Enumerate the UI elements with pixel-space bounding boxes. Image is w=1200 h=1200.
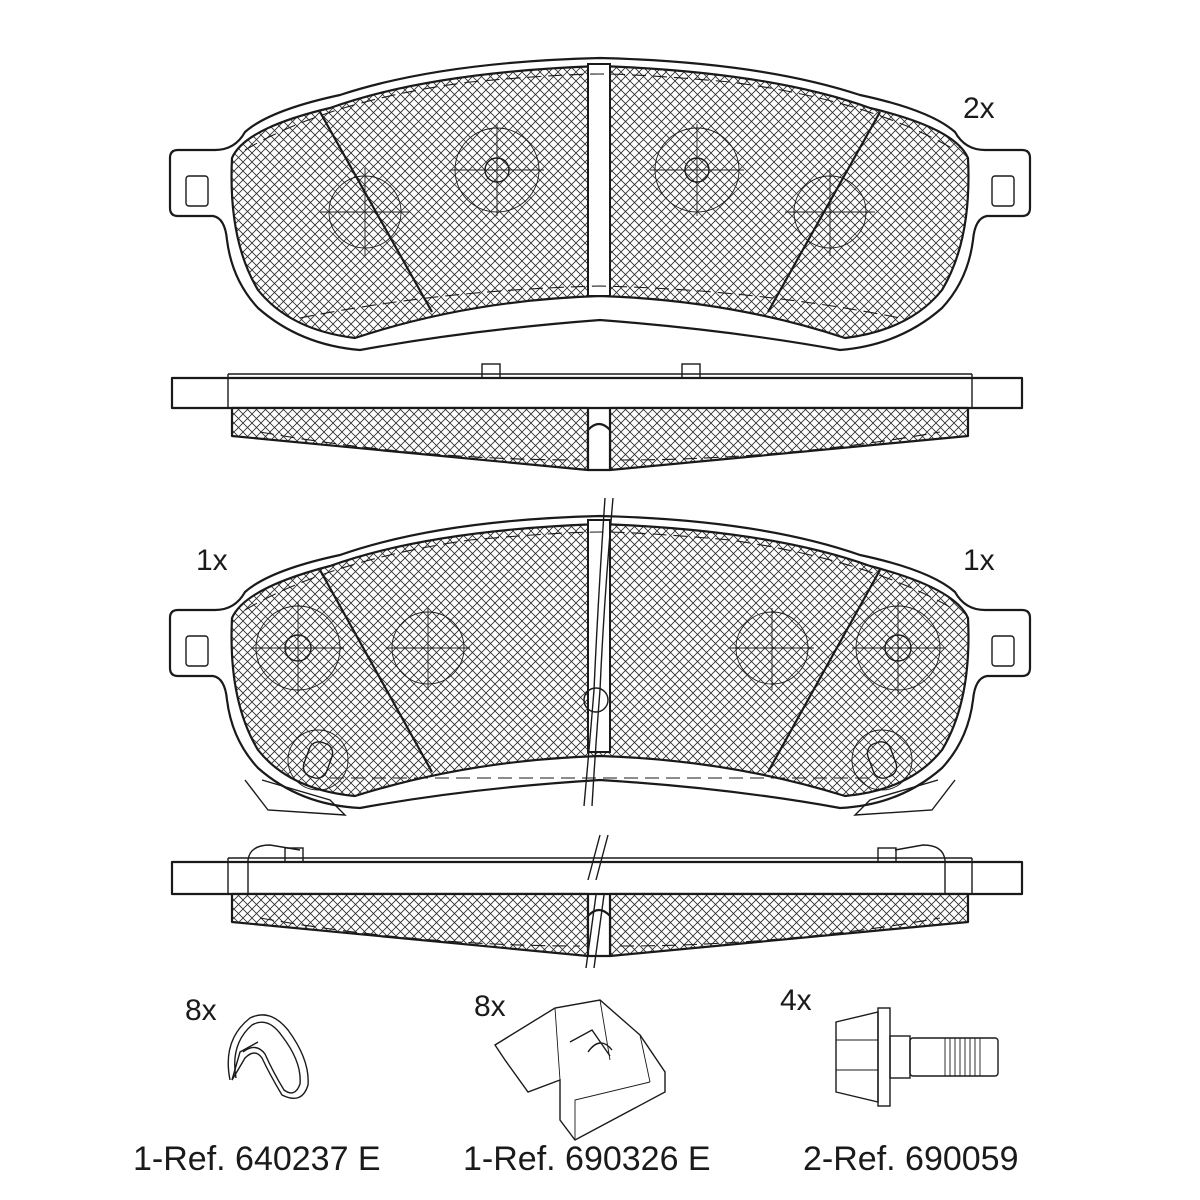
top-side-tab-right xyxy=(681,363,701,379)
bolt-flange xyxy=(877,1007,891,1107)
top-brake-pad-side-view xyxy=(170,363,1024,472)
bottom-pad-right-qty-label: 1x xyxy=(963,544,995,577)
bottom-side-dash xyxy=(259,917,941,947)
spring-qty-label: 8x xyxy=(474,990,506,1023)
top-right-ear-slot xyxy=(991,175,1015,207)
top-pad-qty-label: 2x xyxy=(963,92,995,125)
clip-inner xyxy=(234,1021,301,1094)
bolt-reference: 2-Ref. 690059 xyxy=(803,1140,1019,1178)
clip-qty-label: 8x xyxy=(185,994,217,1027)
top-piston-marks xyxy=(320,124,875,256)
top-side-backing-plate xyxy=(170,376,1024,410)
bottom-side-sensor xyxy=(585,834,609,969)
bottom-right-ear-slot xyxy=(991,635,1015,667)
top-left-ear-slot xyxy=(185,175,209,207)
spring-tabs xyxy=(569,1029,613,1057)
bottom-left-ear-slot xyxy=(185,635,209,667)
bottom-inner-contour xyxy=(244,531,956,611)
top-inner-contour xyxy=(244,73,956,151)
bottom-brake-pad-side-view xyxy=(170,834,1024,969)
bottom-piston-marks xyxy=(252,602,944,694)
bolt-head xyxy=(835,1011,879,1103)
bottom-left-wing xyxy=(244,779,347,816)
top-side-tab-left xyxy=(481,363,501,379)
guide-bolt xyxy=(835,1007,999,1107)
clip-outer xyxy=(227,1014,309,1099)
bottom-side-clip-right xyxy=(894,844,946,900)
bottom-brake-pad-front-view: 1x 1x xyxy=(168,497,1032,816)
bottom-right-chamfer xyxy=(767,569,881,773)
bolt-thread-lines xyxy=(944,1038,981,1076)
bottom-rivets xyxy=(287,729,913,791)
bottom-side-tab-left xyxy=(284,847,304,863)
clip-reference: 1-Ref. 640237 E xyxy=(133,1140,381,1178)
top-center-slot xyxy=(587,63,611,297)
wear-sensor-wire xyxy=(583,497,606,807)
bolt-qty-label: 4x xyxy=(780,984,812,1017)
bottom-left-chamfer xyxy=(319,569,433,773)
top-brake-pad-front-view: 2x xyxy=(168,56,1032,352)
wear-sensor-rivet xyxy=(583,687,609,713)
bolt-thread xyxy=(909,1037,999,1077)
bottom-pad-left-qty-label: 1x xyxy=(196,544,228,577)
spring-reference: 1-Ref. 690326 E xyxy=(463,1140,711,1178)
spring-body xyxy=(494,999,666,1141)
wear-sensor-wire-2 xyxy=(591,497,614,807)
top-side-slot xyxy=(586,422,612,472)
top-lower-contour xyxy=(299,285,901,319)
bottom-side-tab-right xyxy=(877,847,897,863)
bottom-right-wing xyxy=(853,779,956,816)
top-side-dash xyxy=(259,431,941,461)
clip-tail xyxy=(231,1041,259,1081)
retaining-clip xyxy=(227,1014,309,1099)
anti-rattle-spring xyxy=(494,999,666,1141)
spring-fold xyxy=(554,999,651,1140)
bottom-side-clip-left xyxy=(247,844,301,900)
bolt-shank xyxy=(889,1035,911,1079)
